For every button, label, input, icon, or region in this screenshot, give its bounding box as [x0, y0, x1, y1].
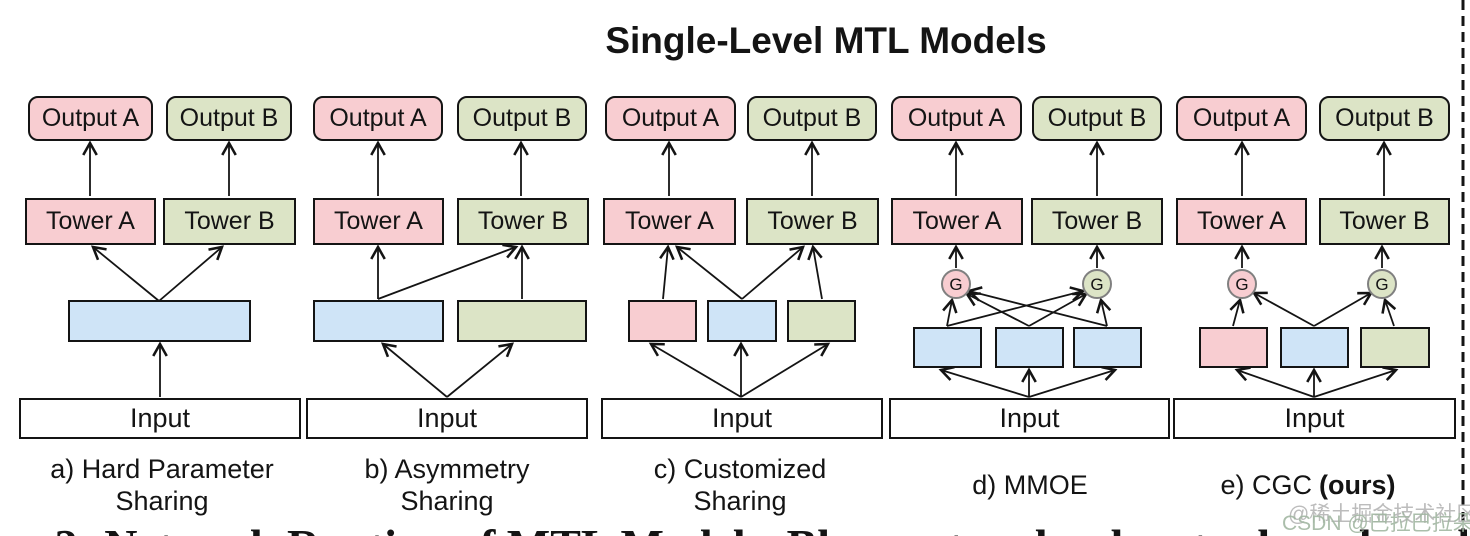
e-output-a-box: Output A [1176, 96, 1307, 141]
a-input-box: Input [19, 398, 301, 439]
c-shared-layer-box [707, 300, 777, 342]
b-tower-a-box: Tower A [313, 198, 444, 245]
b-output-b-box: Output B [457, 96, 587, 141]
e-task-a-expert-box [1199, 327, 1268, 368]
watermark-juejin: @稀土掘金技术社区 [1288, 503, 1470, 526]
e-caption: e) CGC(ours) [1220, 470, 1396, 500]
b-output-a-box: Output A [313, 96, 443, 141]
c-output-b-box: Output B [747, 96, 877, 141]
b-caption: b) Asymmetry Sharing [364, 454, 530, 516]
e-output-b-box: Output B [1319, 96, 1450, 141]
d-expert-3-box [1073, 327, 1142, 368]
c-tower-b-box: Tower B [746, 198, 879, 245]
c-task-b-layer-box [787, 300, 856, 342]
b-tower-b-box: Tower B [457, 198, 589, 245]
e-tower-a-box: Tower A [1176, 198, 1307, 245]
d-expert-1-box [913, 327, 982, 368]
a-tower-a-box: Tower A [25, 198, 156, 245]
d-expert-2-box [995, 327, 1064, 368]
a-output-a-box: Output A [28, 96, 153, 141]
a-output-b-box: Output B [166, 96, 292, 141]
b-task-b-layer-box [457, 300, 587, 342]
c-task-a-layer-box [628, 300, 697, 342]
e-task-b-expert-box [1360, 327, 1430, 368]
d-output-b-box: Output B [1032, 96, 1162, 141]
d-output-a-box: Output A [891, 96, 1022, 141]
d-input-box: Input [889, 398, 1170, 439]
c-caption: c) Customized Sharing [653, 454, 827, 516]
a-shared-layer-box [68, 300, 251, 342]
e-shared-expert-box [1280, 327, 1349, 368]
c-output-a-box: Output A [605, 96, 736, 141]
c-input-box: Input [601, 398, 883, 439]
b-input-box: Input [306, 398, 588, 439]
figure-title: Single-Level MTL Models [605, 20, 1047, 61]
c-tower-a-box: Tower A [603, 198, 736, 245]
d-tower-a-box: Tower A [891, 198, 1023, 245]
d-gate-b: G [1082, 269, 1112, 299]
d-tower-b-box: Tower B [1031, 198, 1163, 245]
e-gate-a: G [1227, 269, 1257, 299]
e-input-box: Input [1173, 398, 1456, 439]
watermark-csdn: CSDN @巴拉巴拉朵 [1282, 512, 1470, 535]
e-gate-b: G [1367, 269, 1397, 299]
e-tower-b-box: Tower B [1319, 198, 1450, 245]
a-tower-b-box: Tower B [163, 198, 296, 245]
d-gate-a: G [941, 269, 971, 299]
clipped-figure-caption: Figure 2: Network Routing of MTL Models.… [0, 519, 1470, 536]
d-caption: d) MMOE [972, 470, 1088, 500]
a-caption: a) Hard Parameter Sharing [50, 454, 274, 516]
b-shared-layer-box [313, 300, 444, 342]
